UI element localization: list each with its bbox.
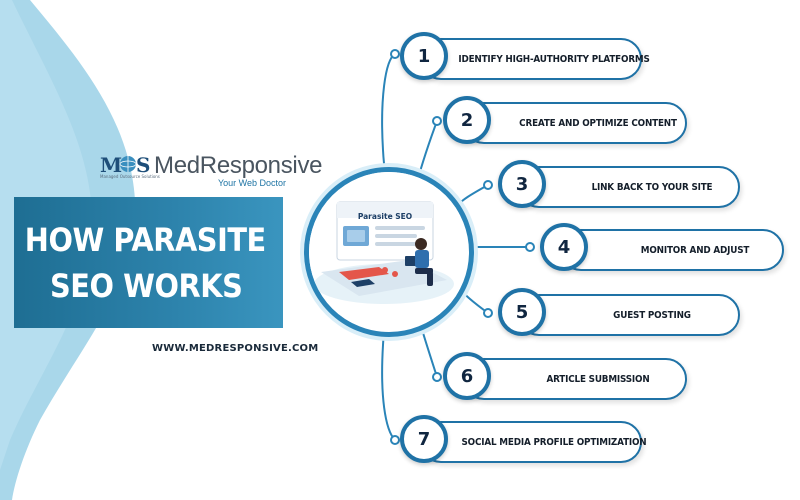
brand-tagline: Your Web Doctor [217, 178, 286, 188]
step-1-badge: 1 [400, 32, 448, 80]
connector-dot-4 [525, 242, 535, 252]
step-1-pill: IDENTIFY HIGH-AUTHORITY PLATFORMS [420, 38, 650, 80]
central-illustration: Parasite SEO [304, 167, 474, 337]
step-4-pill: MONITOR AND ADJUST [560, 229, 784, 271]
step-6-label: ARTICLE SUBMISSION [546, 373, 650, 385]
step-6: ARTICLE SUBMISSION 6 [443, 352, 687, 400]
step-5-label: GUEST POSTING [613, 309, 691, 321]
step-2: CREATE AND OPTIMIZE CONTENT 2 [443, 96, 687, 144]
step-5: GUEST POSTING 5 [498, 288, 740, 336]
connector-dot-3 [483, 180, 493, 190]
step-7-badge: 7 [400, 415, 448, 463]
title-line-2: SEO WORKS [50, 266, 243, 305]
brand-logo: M S Managed Outsource Solutions MedRespo… [98, 150, 323, 194]
title-line-1: HOW PARASITE [24, 220, 266, 259]
step-5-number: 5 [515, 301, 529, 323]
step-4-badge: 4 [540, 223, 588, 271]
mos-logo-mark: M S Managed Outsource Solutions [98, 150, 160, 190]
step-3-label: LINK BACK TO YOUR SITE [591, 181, 713, 193]
step-7-pill: SOCIAL MEDIA PROFILE OPTIMIZATION [420, 421, 647, 463]
title-banner: HOW PARASITE SEO WORKS [14, 197, 283, 328]
connector-dot-7 [390, 435, 400, 445]
step-3-pill: LINK BACK TO YOUR SITE [518, 166, 740, 208]
step-4: MONITOR AND ADJUST 4 [540, 223, 784, 271]
brand-name: MedResponsive [154, 152, 323, 179]
step-4-number: 4 [557, 236, 571, 258]
svg-text:S: S [136, 153, 150, 177]
step-7-label: SOCIAL MEDIA PROFILE OPTIMIZATION [461, 436, 647, 448]
connector-dot-6 [432, 372, 442, 382]
step-1-number: 1 [417, 45, 431, 67]
seo-illustration [309, 172, 459, 322]
mos-subtitle: Managed Outsource Solutions [100, 174, 160, 179]
connector-dot-1 [390, 49, 400, 59]
step-3: LINK BACK TO YOUR SITE 3 [498, 160, 740, 208]
hub-label: Parasite SEO [357, 212, 413, 221]
step-2-badge: 2 [443, 96, 491, 144]
step-1: IDENTIFY HIGH-AUTHORITY PLATFORMS 1 [400, 32, 650, 80]
step-4-label: MONITOR AND ADJUST [640, 244, 750, 256]
step-3-badge: 3 [498, 160, 546, 208]
website-url[interactable]: WWW.MEDRESPONSIVE.COM [152, 343, 319, 354]
svg-text:M: M [100, 153, 122, 177]
step-6-number: 6 [460, 365, 474, 387]
step-6-pill: ARTICLE SUBMISSION [463, 358, 687, 400]
connector-dot-5 [483, 308, 493, 318]
step-6-badge: 6 [443, 352, 491, 400]
step-7-number: 7 [417, 428, 431, 450]
step-3-number: 3 [515, 173, 529, 195]
connector-dot-2 [432, 116, 442, 126]
step-2-label: CREATE AND OPTIMIZE CONTENT [519, 117, 677, 129]
step-2-pill: CREATE AND OPTIMIZE CONTENT [463, 102, 687, 144]
step-1-label: IDENTIFY HIGH-AUTHORITY PLATFORMS [458, 53, 650, 65]
step-5-badge: 5 [498, 288, 546, 336]
step-7: SOCIAL MEDIA PROFILE OPTIMIZATION 7 [400, 415, 647, 463]
step-5-pill: GUEST POSTING [518, 294, 740, 336]
step-2-number: 2 [460, 109, 474, 131]
